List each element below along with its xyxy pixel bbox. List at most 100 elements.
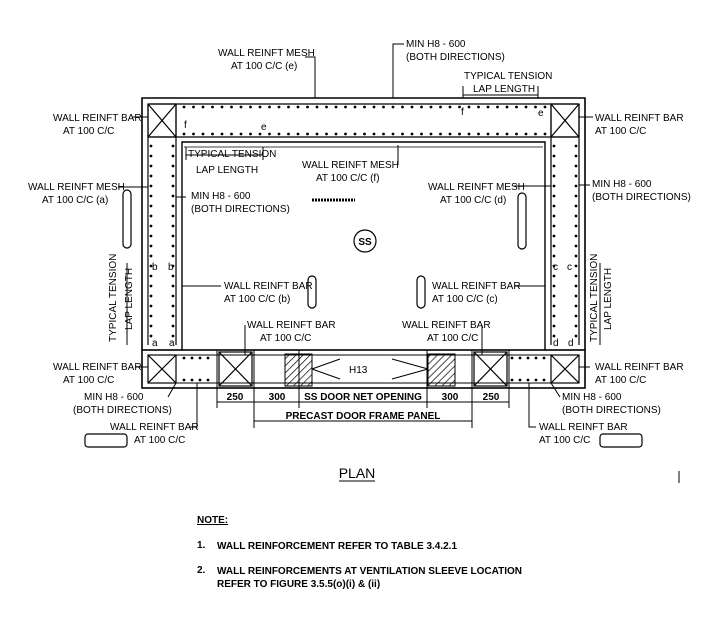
label-min-h8-br: (BOTH DIRECTIONS) — [562, 405, 661, 416]
notes-block: NOTE: 1. WALL REINFORCEMENT REFER TO TAB… — [197, 515, 677, 603]
label-bar-c: AT 100 C/C (c) — [432, 294, 498, 305]
rebar-dot — [198, 356, 202, 360]
rebar-dot — [171, 174, 175, 178]
rebar-dot — [182, 105, 186, 109]
tag-a: a — [152, 338, 158, 349]
rebar-dot — [574, 274, 578, 278]
label-bar-tl: AT 100 C/C — [63, 126, 114, 137]
label-bar-ml: AT 100 C/C — [260, 333, 311, 344]
rebar-dot — [230, 105, 233, 109]
rebar-dot — [420, 132, 423, 136]
ss-circle — [353, 229, 377, 253]
dim-300-right: 300 — [442, 392, 459, 403]
rebar-dot — [486, 105, 490, 109]
rebar-dot — [574, 214, 578, 218]
label-min-h8-left: (BOTH DIRECTIONS) — [191, 204, 290, 215]
rebar-dot — [149, 174, 153, 178]
rebar-dot — [552, 314, 556, 318]
rebar-dot — [518, 378, 522, 382]
rebar-dot — [505, 132, 509, 136]
rebar-dot — [287, 132, 290, 136]
door-frame-hatch — [284, 353, 456, 387]
tag-a: a — [169, 338, 175, 349]
rebar-dot — [543, 105, 547, 109]
rebar-dot — [552, 244, 556, 248]
rebar-dot — [552, 274, 556, 278]
rebar-dot — [344, 132, 347, 136]
rebar-dot — [277, 132, 281, 136]
note-item: 2. WALL REINFORCEMENTS AT VENTILATION SL… — [197, 565, 677, 591]
rebar-dot — [268, 132, 271, 136]
rebar-dot — [574, 184, 578, 188]
rebar-dot — [149, 274, 153, 278]
rebar-dot — [467, 132, 471, 136]
note-line: REFER TO FIGURE 3.5.5(o)(i) & (ii) — [217, 579, 381, 590]
rebar-dot — [171, 194, 175, 198]
label-bar-tr: AT 100 C/C — [595, 126, 646, 137]
rebar-dot — [552, 204, 556, 208]
label-min-h8-br: MIN H8 - 600 — [562, 392, 622, 403]
label-bar-rb: AT 100 C/C — [539, 435, 590, 446]
rebar-dot — [363, 105, 366, 109]
rebar-dot — [171, 264, 175, 268]
rebar-dot — [524, 132, 528, 136]
rebar-dot — [552, 174, 556, 178]
rebar-dot — [149, 284, 153, 288]
tag-b: b — [168, 262, 174, 273]
label-tension-right: LAP LENGTH — [603, 268, 614, 330]
rebar-dot — [344, 105, 347, 109]
rebar-dot — [182, 356, 186, 360]
rebar-dot — [574, 284, 578, 288]
label-bar-bl: WALL REINFT BAR — [53, 362, 142, 373]
rebar-dot — [220, 132, 224, 136]
rebar-dot — [439, 132, 442, 136]
rebar-dot — [534, 105, 537, 109]
label-min-h8-top: MIN H8 - 600 — [406, 39, 466, 50]
rebar-dot — [467, 105, 471, 109]
rebar-dot — [239, 105, 243, 109]
rebar-dot — [552, 194, 556, 198]
rebar-dot — [171, 214, 175, 218]
rebar-dot — [552, 224, 556, 228]
rebar-dot — [149, 324, 153, 328]
rebar-dot — [574, 154, 578, 158]
label-min-h8-bl: MIN H8 - 600 — [84, 392, 144, 403]
rebar-dot — [574, 324, 578, 328]
label-mesh-a: AT 100 C/C (a) — [42, 195, 108, 206]
rebar-dot — [574, 264, 578, 268]
rebar-dot — [496, 105, 499, 109]
rebar-dot — [171, 304, 175, 308]
rebar-dot — [542, 356, 546, 360]
rebar-dot — [574, 244, 578, 248]
label-mesh-e: WALL REINFT MESH — [218, 48, 315, 59]
rebar-dot — [201, 105, 205, 109]
rebar-dot — [552, 264, 556, 268]
rebar-dot — [526, 356, 530, 360]
dimension-lines — [216, 388, 510, 428]
rebar-dot — [439, 105, 442, 109]
rebar-dot — [420, 105, 423, 109]
note-number: 1. — [197, 540, 206, 551]
label-bar-b: AT 100 C/C (b) — [224, 294, 290, 305]
label-bar-lb: AT 100 C/C — [134, 435, 185, 446]
label-bar-br: WALL REINFT BAR — [595, 362, 684, 373]
rebar-dot — [149, 144, 153, 148]
rebar-dot — [334, 132, 338, 136]
rebar-dot — [542, 378, 546, 382]
rebar-dot — [277, 105, 281, 109]
rebar-dot — [574, 294, 578, 298]
rebar-dot — [552, 304, 556, 308]
rebar-dot — [574, 174, 578, 178]
rebar-dot — [171, 144, 175, 148]
rebar-dot — [325, 105, 328, 109]
rebar-dot — [458, 105, 461, 109]
rebar-dot — [505, 105, 509, 109]
tag-f: f — [184, 120, 187, 131]
rebar-dot — [149, 244, 153, 248]
label-bar-b: WALL REINFT BAR — [224, 281, 313, 292]
rebar-dot — [410, 105, 414, 109]
rebar-dot — [552, 144, 556, 148]
rebar-dot — [171, 224, 175, 228]
rebar-dot — [524, 105, 528, 109]
